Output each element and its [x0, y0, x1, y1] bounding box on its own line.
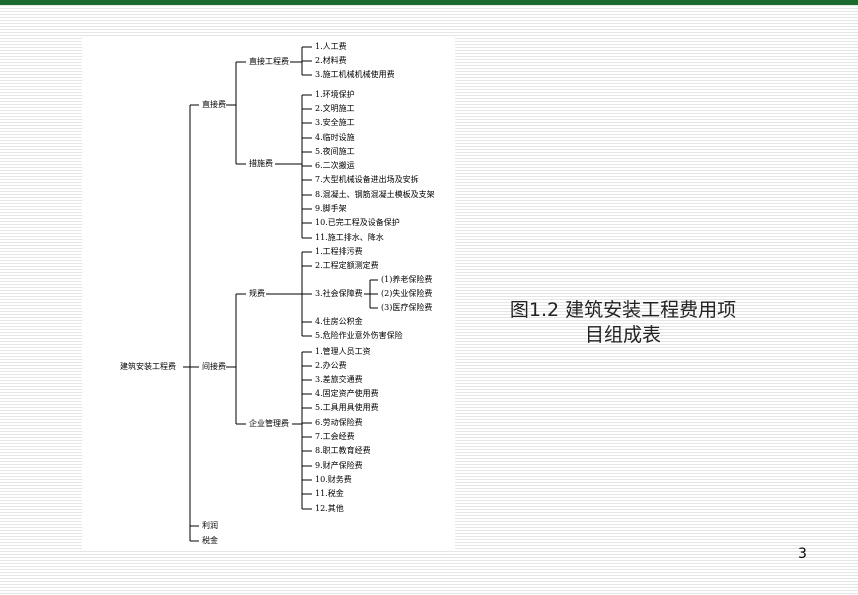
leaf-item: 1.工程排污费 [315, 247, 363, 256]
node-direct-engineering-cost: 直接工程费 [249, 57, 289, 66]
leaf-item: 3.差旅交通费 [315, 375, 363, 384]
leaf-item: 3.安全施工 [315, 118, 355, 127]
leaf-item: 11.税金 [315, 489, 344, 498]
node-management-fees: 企业管理费 [249, 419, 289, 428]
node-statutory-fees: 规费 [249, 289, 265, 298]
leaf-item: 6.劳动保险费 [315, 418, 363, 427]
leaf-item: 6.二次搬运 [315, 161, 355, 170]
leaf-item: 1.人工费 [315, 42, 347, 51]
leaf-item: (2)失业保险费 [381, 289, 433, 298]
leaf-item: 3.施工机械机械使用费 [315, 70, 395, 79]
leaf-item: 2.工程定额测定费 [315, 261, 379, 270]
leaf-item: 10.财务费 [315, 475, 352, 484]
leaf-item: 1.环境保护 [315, 90, 355, 99]
leaf-item: 8.混凝土、钢筋混凝土模板及支架 [315, 190, 435, 199]
leaf-item: 2.办公费 [315, 361, 347, 370]
leaf-item: 9.脚手架 [315, 204, 347, 213]
node-root: 建筑安装工程费 [120, 362, 176, 371]
node-profit: 利润 [202, 521, 218, 530]
leaf-item: 7.工会经费 [315, 432, 355, 441]
leaf-item: 5.危险作业意外伤害保险 [315, 331, 403, 340]
caption-line-1: 图1.2 建筑安装工程费用项 [509, 299, 737, 321]
leaf-item: 5.夜间施工 [315, 147, 355, 156]
leaf-item: 4.住房公积金 [315, 317, 363, 326]
leaf-item: 2.材料费 [315, 56, 347, 65]
leaf-item: 9.财产保险费 [315, 461, 363, 470]
page-number: 3 [798, 546, 807, 562]
node-social-security: 3.社会保障费 [315, 289, 363, 298]
caption-line-2: 目组成表 [584, 324, 661, 346]
leaf-item: 8.职工教育经费 [315, 446, 371, 455]
top-rule [0, 0, 858, 5]
leaf-item: 11.施工排水、降水 [315, 233, 384, 242]
leaf-item: 1.管理人员工资 [315, 347, 371, 356]
node-direct-cost: 直接费 [202, 100, 226, 109]
leaf-item: 7.大型机械设备进出场及安拆 [315, 175, 419, 184]
leaf-item: 4.临时设施 [315, 133, 355, 142]
node-measures-cost: 措施费 [249, 159, 273, 168]
leaf-item: 5.工具用具使用费 [315, 403, 379, 412]
diagram-panel [82, 36, 455, 550]
leaf-item: 2.文明施工 [315, 104, 355, 113]
leaf-item: 12.其他 [315, 504, 344, 513]
leaf-item: (3)医疗保险费 [381, 303, 433, 312]
node-tax: 税金 [202, 536, 218, 545]
leaf-item: 4.固定资产使用费 [315, 389, 379, 398]
node-indirect-cost: 间接费 [202, 362, 226, 371]
leaf-item: (1)养老保险费 [381, 275, 433, 284]
leaf-item: 10.已完工程及设备保护 [315, 218, 400, 227]
figure-caption: 图1.2 建筑安装工程费用项 目组成表 [478, 298, 768, 348]
